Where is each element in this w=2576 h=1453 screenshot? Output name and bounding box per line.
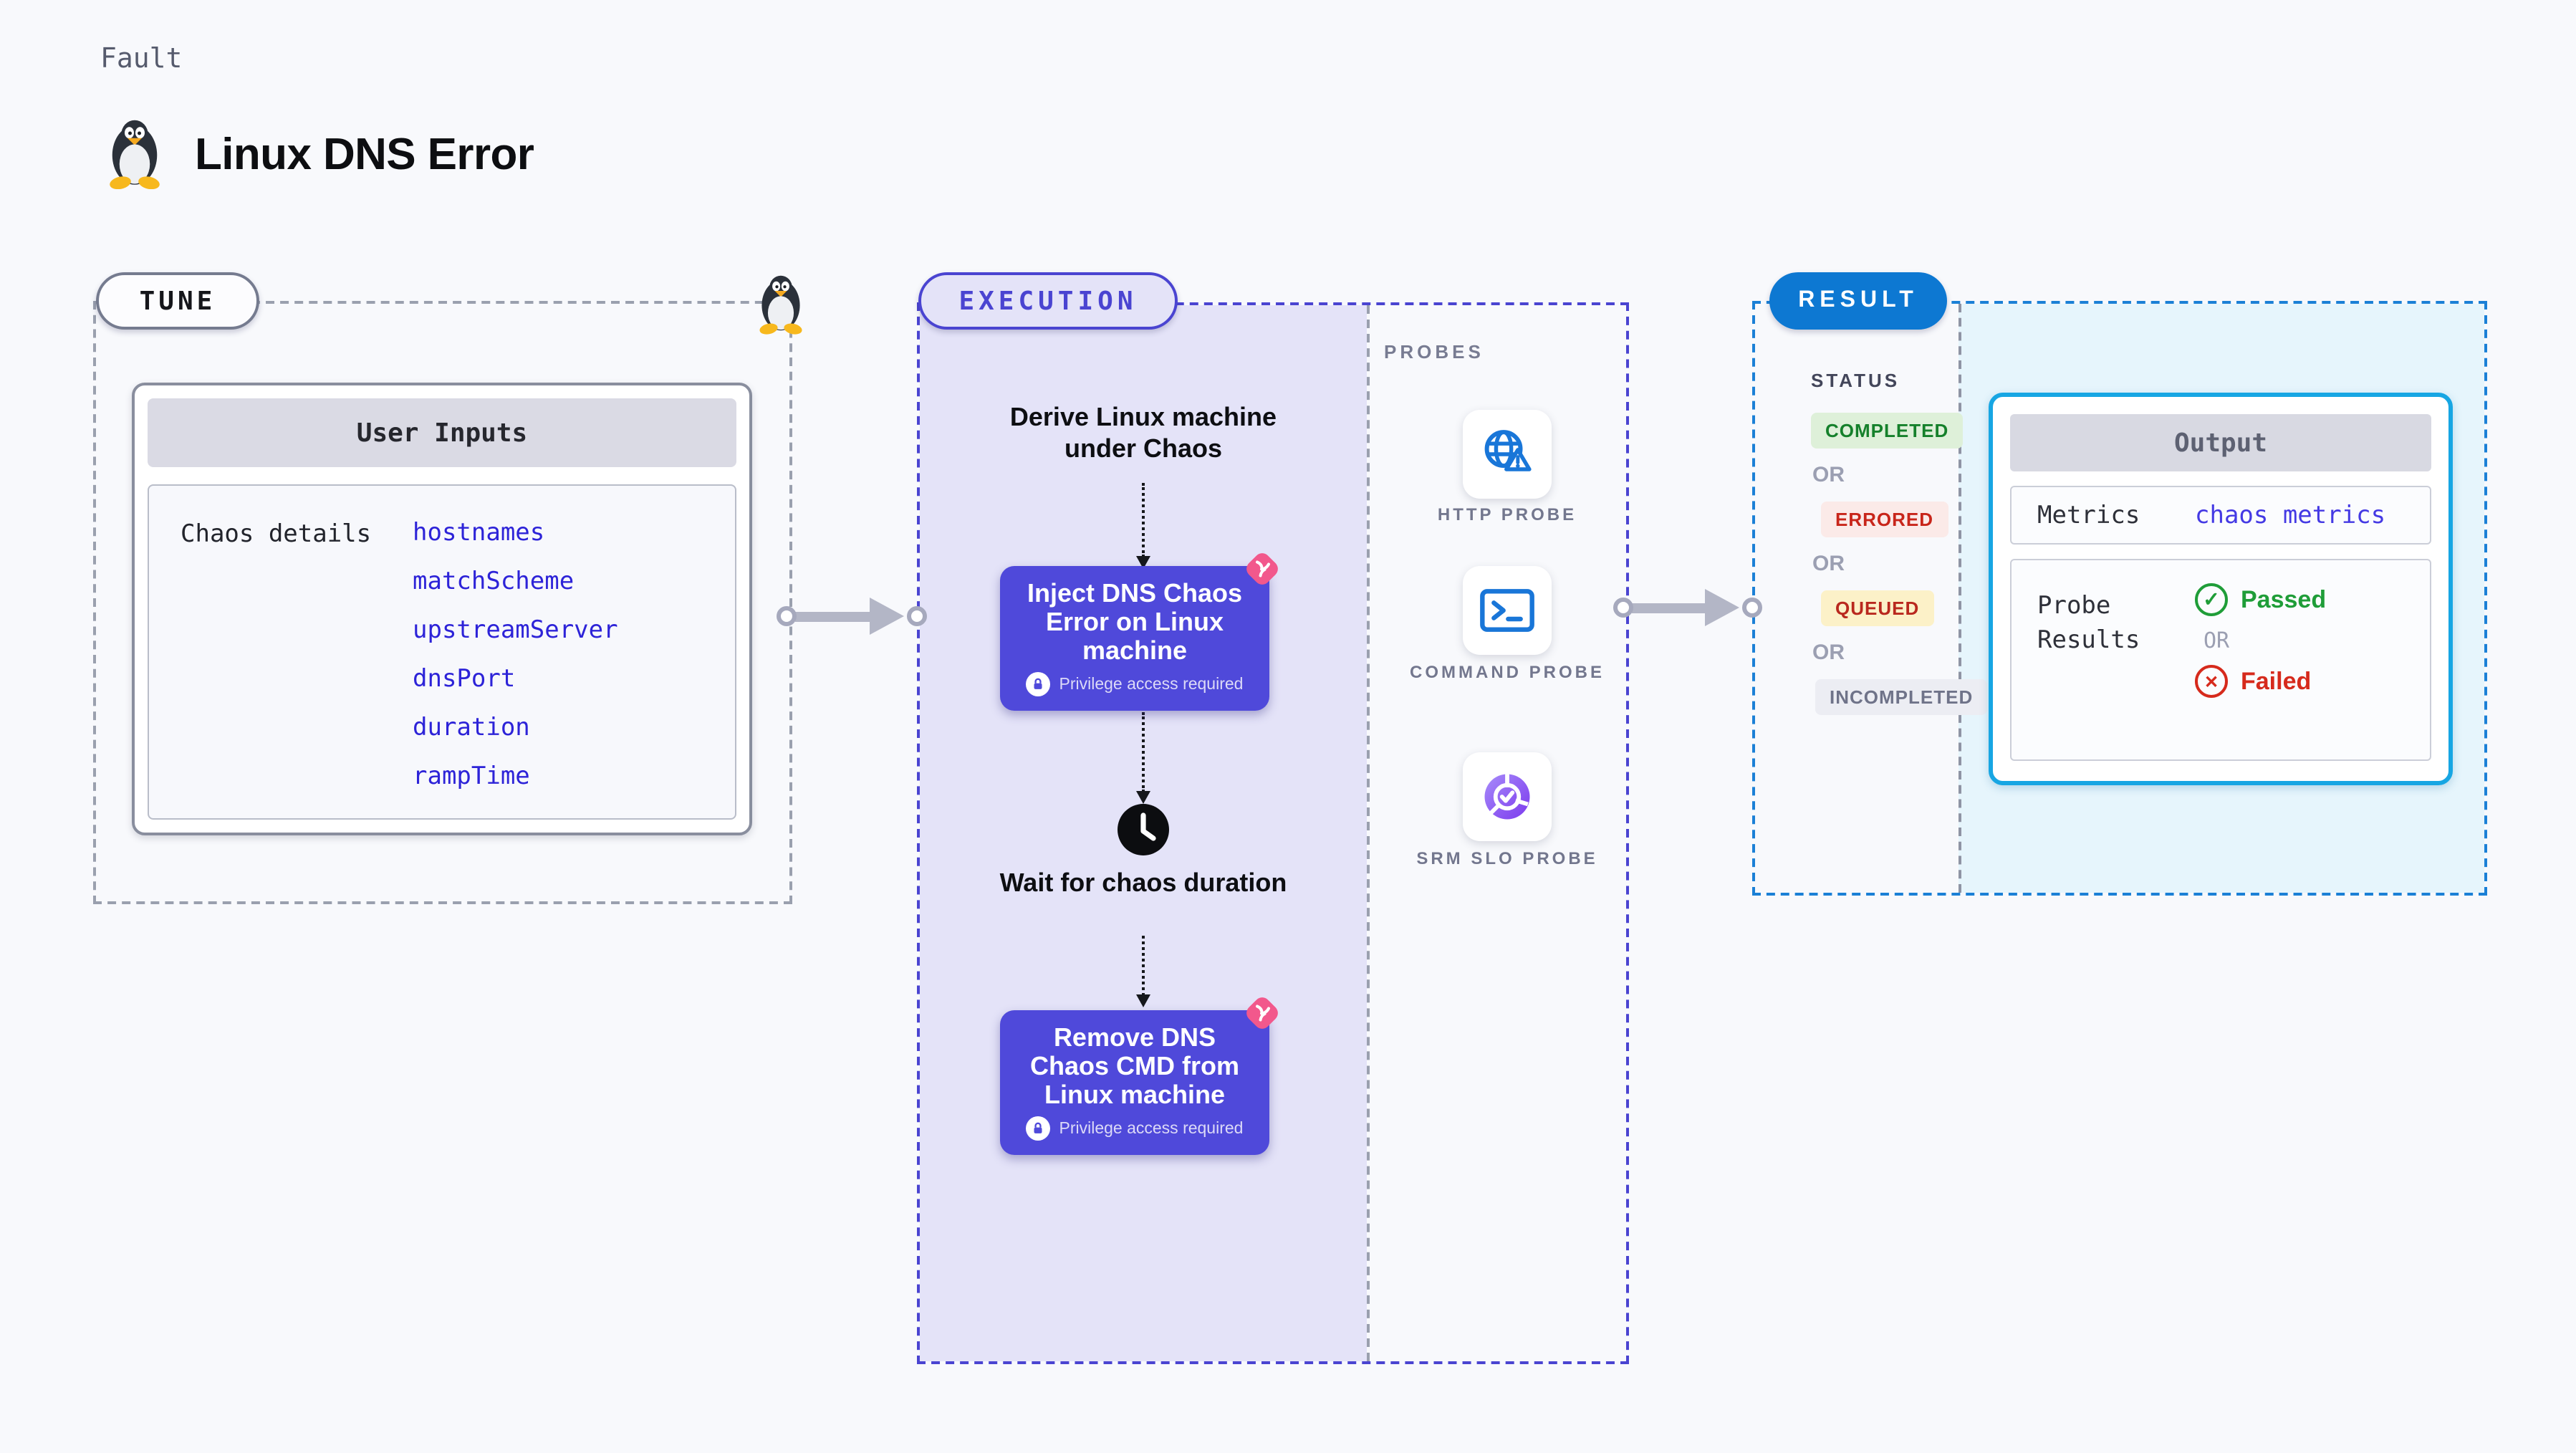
flow-arrow-3 <box>1135 936 1150 1007</box>
probe-results-row: Probe Results ✓ Passed OR ✕ Failed <box>2010 559 2431 761</box>
arrow-end-dot <box>1742 598 1762 618</box>
privilege-note-text: Privilege access required <box>1059 1120 1244 1137</box>
globe-alert-icon <box>1484 430 1532 471</box>
param-matchscheme: matchScheme <box>413 567 575 596</box>
arrow-shaft <box>1632 603 1711 613</box>
page-title: Linux DNS Error <box>195 129 534 179</box>
tune-section-pill: TUNE <box>96 272 259 330</box>
or-label: OR <box>2203 628 2230 653</box>
probe-verdicts: ✓ Passed OR ✕ Failed <box>2195 583 2326 698</box>
privilege-note-text: Privilege access required <box>1059 676 1244 693</box>
step-remove-node: Remove DNS Chaos CMD from Linux machine … <box>1000 997 1278 1155</box>
flow-arrow-1 <box>1135 483 1150 569</box>
step-derive-label: Derive Linux machine under Chaos <box>1009 403 1277 463</box>
metrics-row: Metrics chaos metrics <box>2010 486 2431 545</box>
chaos-fault-icon <box>1246 553 1278 585</box>
probe-card-srm-slo <box>1463 752 1552 841</box>
wait-clock-icon <box>1118 804 1169 855</box>
privilege-note: Privilege access required <box>1017 672 1252 696</box>
arrow-start-dot <box>777 606 797 626</box>
user-inputs-card: User Inputs Chaos details hostnames matc… <box>132 383 752 835</box>
lock-icon <box>1026 672 1051 696</box>
param-hostnames: hostnames <box>413 519 545 547</box>
linux-tux-icon <box>110 120 160 189</box>
probes-title: PROBES <box>1384 341 1484 363</box>
slo-donut-check-icon <box>1484 774 1530 820</box>
result-section-frame: STATUS COMPLETED OR ERRORED OR QUEUED OR… <box>1752 301 2487 896</box>
metrics-label: Metrics <box>2037 501 2140 529</box>
execution-section-pill: EXECUTION <box>918 272 1178 330</box>
chaos-details-label: Chaos details <box>181 520 372 549</box>
or-label: OR <box>1812 641 1845 665</box>
probes-separator <box>1367 305 1370 1361</box>
probe-card-http <box>1463 410 1552 499</box>
output-title: Output <box>2010 414 2431 471</box>
passed-check-icon: ✓ <box>2195 583 2228 616</box>
lock-icon <box>1026 1116 1051 1141</box>
passed-label: Passed <box>2241 585 2327 613</box>
chaos-fault-icon <box>1246 997 1278 1029</box>
probe-card-command <box>1463 566 1552 655</box>
result-separator <box>1959 304 1961 893</box>
fault-kind-label: Fault <box>100 43 183 75</box>
probe-name-command: COMMAND PROBE <box>1410 662 1605 682</box>
flow-arrow-2 <box>1135 712 1150 804</box>
param-upstreamserver: upstreamServer <box>413 616 618 645</box>
probe-results-label: Probe Results <box>2037 592 2140 655</box>
verdict-passed: ✓ Passed <box>2195 583 2326 616</box>
status-badge-queued: QUEUED <box>1821 590 1934 626</box>
user-inputs-body: Chaos details hostnames matchScheme upst… <box>148 484 736 820</box>
result-section-pill: RESULT <box>1769 272 1947 330</box>
status-badge-errored: ERRORED <box>1821 502 1948 537</box>
step-wait-label: Wait for chaos duration <box>999 868 1287 897</box>
param-dnsport: dnsPort <box>413 665 516 694</box>
output-card: Output Metrics chaos metrics Probe Resul… <box>1989 393 2453 785</box>
privilege-note: Privilege access required <box>1017 1116 1252 1141</box>
or-label: OR <box>1812 463 1845 487</box>
status-title: STATUS <box>1811 370 1900 391</box>
linux-tux-target-icon <box>759 275 802 335</box>
step-remove-label: Remove DNS Chaos CMD from Linux machine <box>1029 1023 1239 1109</box>
user-inputs-title: User Inputs <box>148 398 736 467</box>
param-duration: duration <box>413 714 530 742</box>
failed-x-icon: ✕ <box>2195 665 2228 698</box>
status-column: STATUS COMPLETED OR ERRORED OR QUEUED OR… <box>1811 370 1988 715</box>
arrow-shaft <box>795 611 875 621</box>
failed-label: Failed <box>2241 667 2312 694</box>
arrow-start-dot <box>1613 598 1633 618</box>
status-badge-completed: COMPLETED <box>1811 413 1964 449</box>
probe-name-http: HTTP PROBE <box>1437 504 1577 524</box>
step-inject-label: Inject DNS Chaos Error on Linux machine <box>1027 579 1243 665</box>
chaos-params-list: hostnames matchScheme upstreamServer dns… <box>413 509 618 801</box>
arrow-head <box>1705 589 1739 626</box>
terminal-icon <box>1480 589 1534 632</box>
step-inject-node: Inject DNS Chaos Error on Linux machine … <box>1000 553 1278 711</box>
metrics-value: chaos metrics <box>2195 501 2386 529</box>
status-badge-incompleted: INCOMPLETED <box>1815 679 1988 715</box>
verdict-failed: ✕ Failed <box>2195 665 2326 698</box>
arrow-end-dot <box>907 606 927 626</box>
execution-section-frame: Derive Linux machine under Chaos Inject … <box>917 302 1629 1364</box>
probe-name-srm-slo: SRM SLO PROBE <box>1416 848 1598 868</box>
tune-section-frame <box>93 301 792 904</box>
param-ramptime: rampTime <box>413 762 530 791</box>
or-label: OR <box>1812 552 1845 576</box>
arrow-head <box>870 598 904 635</box>
